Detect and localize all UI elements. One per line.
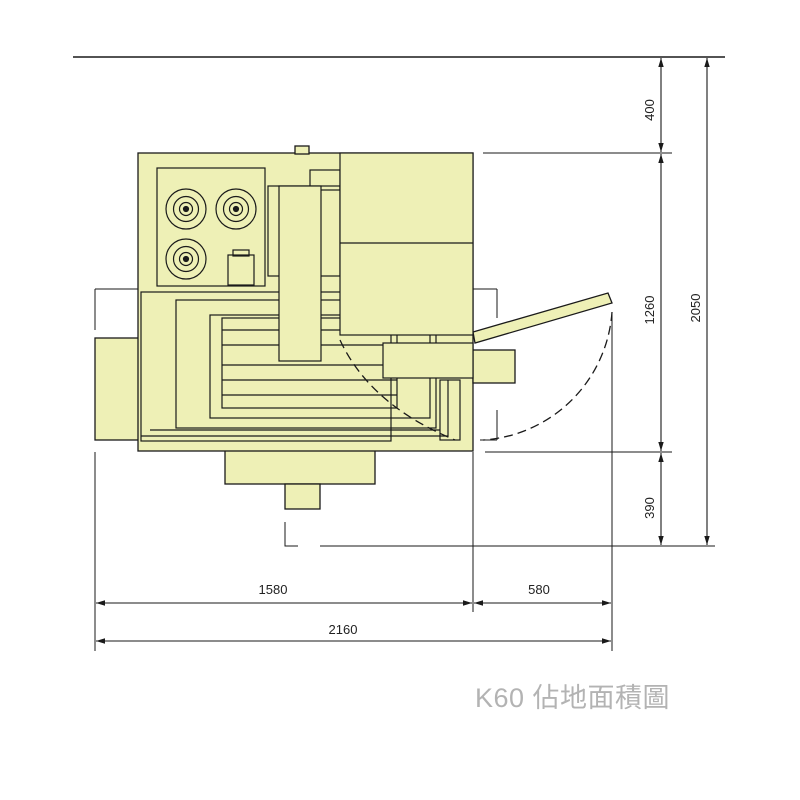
ram-slide: [278, 185, 322, 362]
interior-box: [227, 254, 255, 286]
right-tray: [472, 349, 516, 384]
top-tab: [294, 145, 310, 155]
drawing-caption: K60 佔地面積圖: [475, 683, 671, 713]
carriage: [382, 342, 474, 379]
tool-motor: [215, 188, 257, 230]
door-swing: [339, 311, 613, 441]
horizontal-dimensions: [96, 600, 611, 644]
dim-label-2160: 2160: [329, 622, 358, 637]
carriage-lower: [439, 379, 461, 441]
tool-motor: [165, 188, 207, 230]
dim-label-390: 390: [642, 497, 657, 519]
dim-label-580: 580: [528, 582, 550, 597]
dim-label-400: 400: [642, 99, 657, 121]
right-extension-arm: [472, 292, 613, 344]
dim-label-1580: 1580: [259, 582, 288, 597]
spindle-area: [156, 167, 266, 287]
tool-motor: [165, 238, 207, 280]
dim-label-2050: 2050: [688, 294, 703, 323]
front-stub: [284, 483, 321, 510]
left-aux-unit: [94, 337, 140, 441]
dim-label-1260: 1260: [642, 296, 657, 325]
column-housing: [339, 152, 474, 336]
machine-interior: [140, 152, 474, 442]
interior-box: [232, 249, 250, 257]
vertical-dimensions: [658, 58, 710, 545]
extension-lines: [94, 152, 715, 651]
